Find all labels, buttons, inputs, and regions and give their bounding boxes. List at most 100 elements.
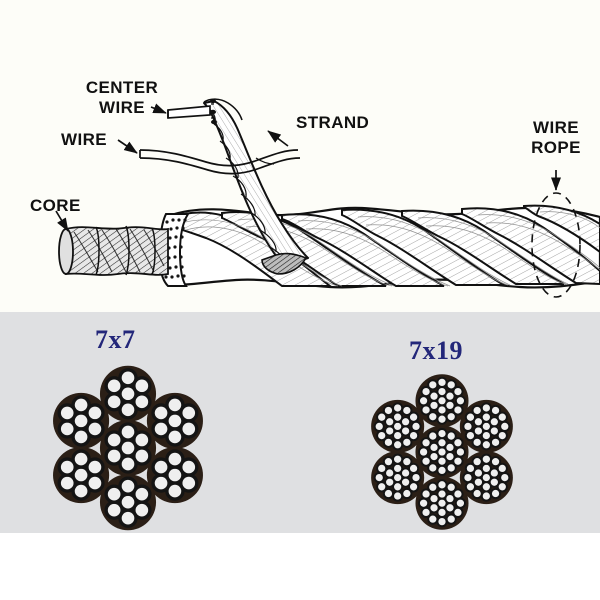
wire <box>452 404 464 416</box>
strand-5 <box>104 476 152 528</box>
wire <box>420 404 432 416</box>
wire <box>401 436 413 448</box>
label-wire: WIRE <box>61 130 107 149</box>
wire <box>151 473 171 493</box>
strand-4 <box>462 453 511 502</box>
wire <box>392 402 404 414</box>
wire <box>471 436 483 448</box>
wire <box>436 413 448 425</box>
wire <box>427 481 439 493</box>
wire-rope-illustration-panel: CENTER WIRE WIRE STRAND CORE WIRE ROPE <box>30 78 600 298</box>
strand-4 <box>151 449 199 501</box>
wire <box>454 395 466 407</box>
strand-3 <box>151 395 199 447</box>
strand-1 <box>104 422 152 474</box>
center-wire-callout-piece <box>167 98 217 125</box>
wire <box>489 487 502 500</box>
wire <box>373 472 385 484</box>
wire <box>471 404 483 417</box>
wire <box>118 476 138 496</box>
wire <box>151 403 171 423</box>
wire <box>452 386 464 398</box>
wire <box>373 420 385 432</box>
wire <box>418 497 430 509</box>
wire <box>452 488 464 500</box>
wire <box>118 400 138 420</box>
wire <box>85 457 105 477</box>
wire <box>410 472 422 484</box>
wire <box>382 436 395 448</box>
wire <box>132 446 152 466</box>
strand-7 <box>373 402 422 451</box>
wire <box>71 395 91 415</box>
cross-section-7x7 <box>42 362 214 534</box>
wire <box>85 419 105 439</box>
wire <box>104 392 124 412</box>
label-strand: STRAND <box>296 113 369 132</box>
wire <box>445 411 457 423</box>
wire <box>445 379 457 391</box>
wire <box>57 403 77 423</box>
wire <box>489 456 502 468</box>
wire <box>179 457 199 477</box>
cross-section-7x19-label: 7x19 <box>409 336 463 365</box>
wire <box>480 453 492 465</box>
wire <box>384 416 396 428</box>
wire <box>132 484 152 504</box>
label-center-wire-line1: CENTER <box>86 78 158 97</box>
wire <box>488 476 500 488</box>
wire <box>427 462 439 474</box>
wire <box>436 464 448 476</box>
wire <box>57 419 77 439</box>
wire <box>104 446 124 466</box>
wire <box>464 462 476 474</box>
wire <box>401 487 413 500</box>
wire <box>165 427 185 447</box>
wire <box>71 427 91 447</box>
wire <box>382 404 395 417</box>
wire <box>489 436 502 448</box>
wire <box>392 453 404 465</box>
wire <box>496 430 508 442</box>
wire <box>452 506 464 518</box>
wire <box>464 481 476 493</box>
wire <box>104 500 124 520</box>
cross-section-7x7-label: 7x7 <box>95 325 136 354</box>
wire-rope-illustration: CENTER WIRE WIRE STRAND CORE WIRE ROPE <box>30 78 600 298</box>
strand-7 <box>57 395 105 447</box>
wire <box>445 430 457 442</box>
wire <box>436 516 448 528</box>
wire <box>454 497 466 509</box>
wire <box>452 455 464 467</box>
wire <box>57 457 77 477</box>
wire <box>499 420 511 432</box>
wire <box>464 411 476 423</box>
wire <box>496 481 508 493</box>
wire <box>420 488 432 500</box>
wire <box>165 395 185 415</box>
wire <box>499 472 511 484</box>
wire-rope-callout-circle <box>531 192 581 298</box>
wire <box>104 484 124 504</box>
wire <box>428 493 440 505</box>
wire <box>408 411 420 423</box>
wire <box>118 454 138 474</box>
wire <box>489 404 502 417</box>
leader-center-wire <box>150 103 167 114</box>
wire <box>436 479 448 491</box>
label-wire-rope-line1: WIRE <box>533 118 579 137</box>
label-wire-rope-line2: ROPE <box>531 138 581 157</box>
bottom-blank-strip <box>0 533 600 600</box>
wire <box>410 420 422 432</box>
wire <box>376 430 388 442</box>
strand-5 <box>418 479 466 528</box>
wire <box>427 430 439 442</box>
leader-core <box>55 210 69 232</box>
wire <box>85 403 105 423</box>
wire <box>420 437 432 449</box>
wire <box>472 416 484 428</box>
wire <box>132 500 152 520</box>
wire <box>165 481 185 501</box>
wire <box>376 462 388 474</box>
